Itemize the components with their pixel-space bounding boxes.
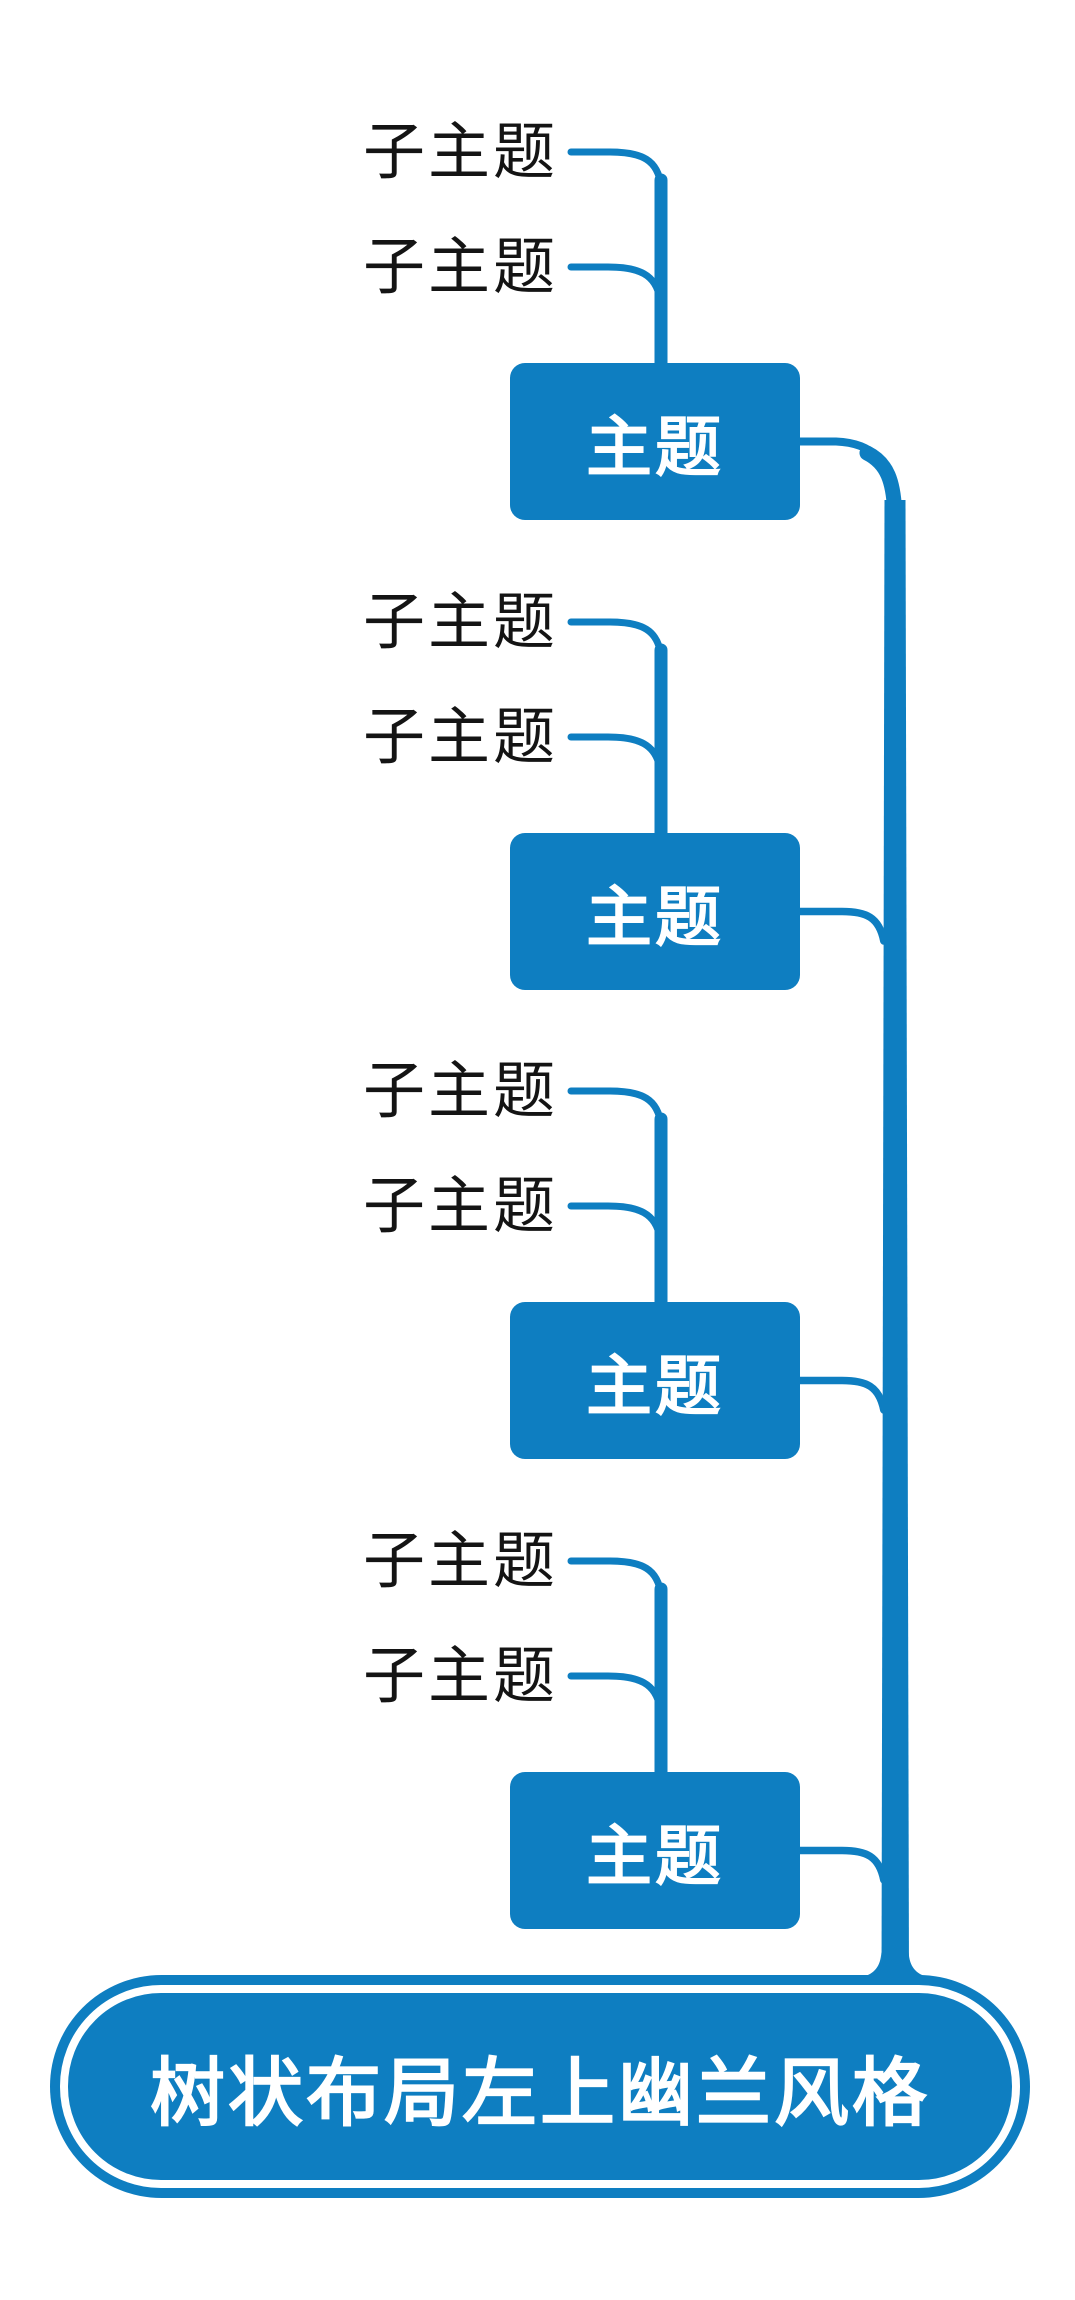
subtopic-label[interactable]: 子主题: [363, 700, 559, 773]
main-trunk: [881, 500, 909, 1986]
subtopic-label[interactable]: 子主题: [363, 585, 559, 658]
group4-subtopic2-connector: [567, 1672, 664, 1712]
topic3-connector: [796, 1376, 888, 1414]
trunk-root-fillet-left: [862, 1952, 883, 1979]
subtopic-label[interactable]: 子主题: [363, 1524, 559, 1597]
topic-node-4[interactable]: 主题: [510, 1772, 800, 1929]
topic4-connector: [796, 1846, 888, 1884]
group3-subtopic1-connector: [567, 1087, 665, 1129]
subtopic-label[interactable]: 子主题: [363, 230, 559, 303]
topic1-trunk-turn-fill: [859, 445, 903, 553]
topic-node-2[interactable]: 主题: [510, 833, 800, 990]
group1-subtopic2-connector: [567, 263, 664, 303]
subtopic-label[interactable]: 子主题: [363, 1169, 559, 1242]
subtopic-label[interactable]: 子主题: [363, 1639, 559, 1712]
trunk-root-fillet-right: [907, 1952, 928, 1979]
root-node-label: 树状布局左上幽兰风格: [60, 1985, 1020, 2188]
group2-subtopic2-connector: [567, 733, 664, 773]
group1-subtopic1-connector: [567, 148, 665, 190]
topic-node-1[interactable]: 主题: [510, 363, 800, 520]
group3-subtopic2-connector: [567, 1202, 664, 1242]
topic2-connector: [796, 907, 888, 945]
group4-subtopic1-connector: [567, 1557, 665, 1599]
root-node[interactable]: 树状布局左上幽兰风格: [50, 1975, 1030, 2198]
subtopic-label[interactable]: 子主题: [363, 115, 559, 188]
group2-subtopic1-connector: [567, 618, 665, 660]
subtopic-label[interactable]: 子主题: [363, 1054, 559, 1127]
topic-node-3[interactable]: 主题: [510, 1302, 800, 1459]
